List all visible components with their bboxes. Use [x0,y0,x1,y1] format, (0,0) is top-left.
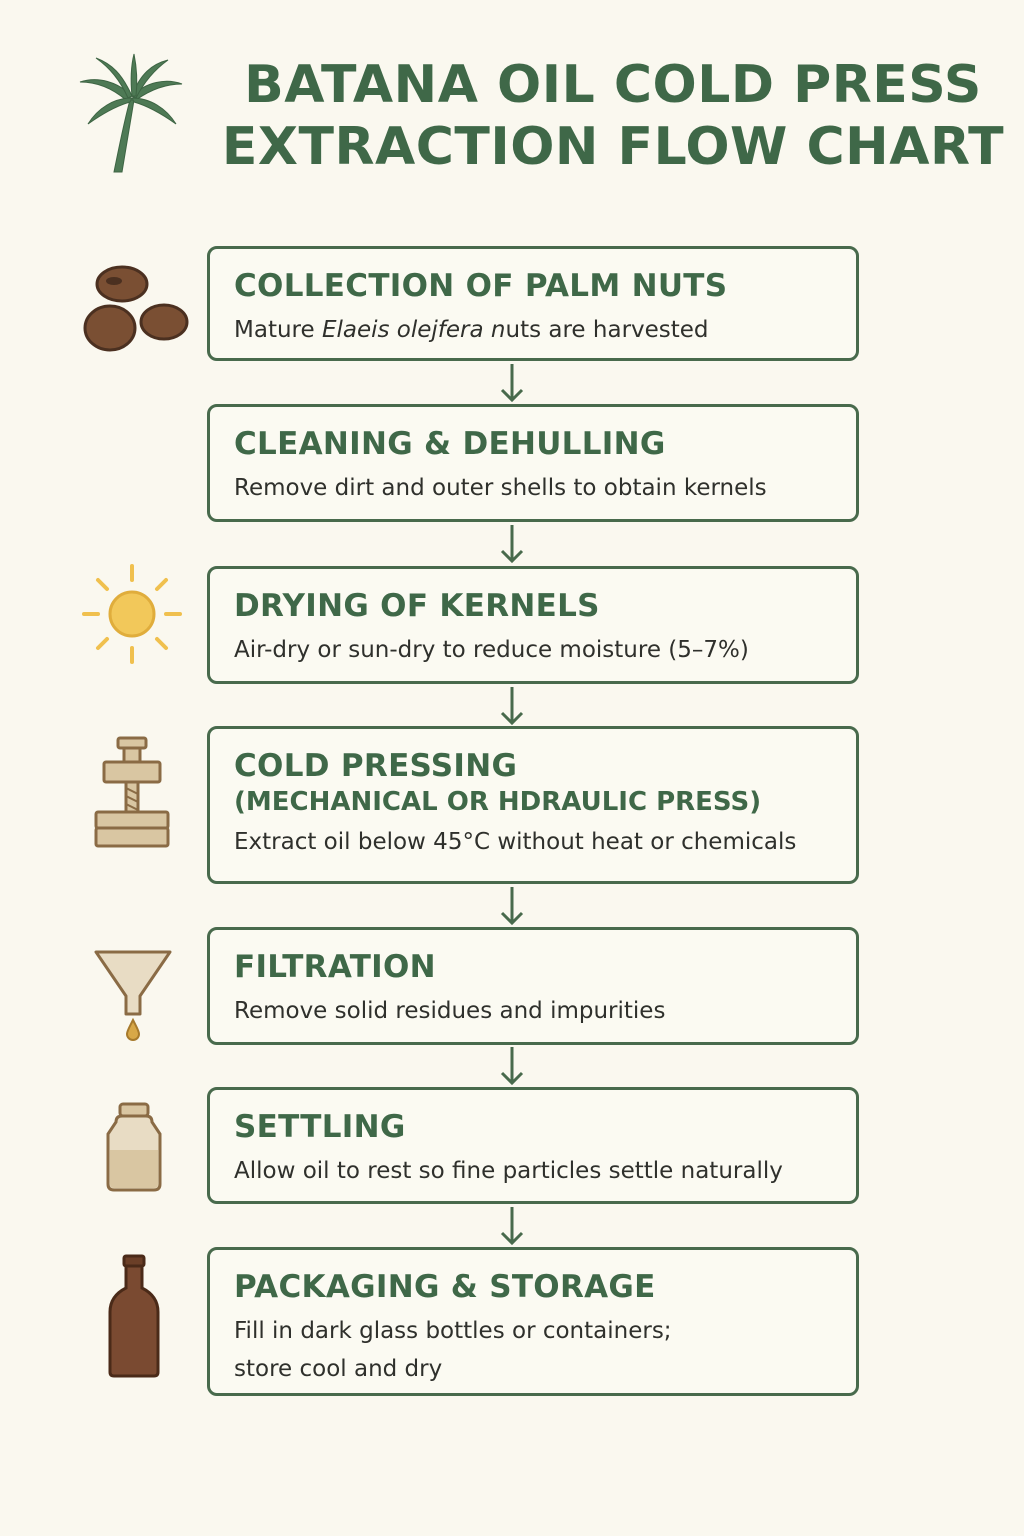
step-heading: COLLECTION OF PALM NUTS [234,268,728,304]
step-heading: COLD PRESSING [234,748,518,784]
palm-tree-icon [79,53,183,173]
page-title: BATANA OIL COLD PRESS EXTRACTION FLOW CH… [218,54,1008,178]
desc-line-1: Fill in dark glass bottles or containers… [234,1318,672,1344]
step-cold-pressing: COLD PRESSING (MECHANICAL OR HDRAULIC PR… [207,726,859,884]
title-line-2: EXTRACTION FLOW CHART [221,117,1005,177]
step-description: Remove dirt and outer shells to obtain k… [234,475,767,501]
step-heading: CLEANING & DEHULLING [234,426,666,462]
press-icon [94,736,170,848]
down-arrow-icon [500,364,524,403]
palm-nuts-icon [83,265,189,352]
step-description: Mature Elaeis olejfera nuts are harveste… [234,313,834,348]
down-arrow-icon [500,1047,524,1086]
step-settling: SETTLING Allow oil to rest so fine parti… [207,1087,859,1204]
step-filtration: FILTRATION Remove solid residues and imp… [207,927,859,1045]
species-name: Elaeis olejfera n [321,317,506,343]
step-description: Allow oil to rest so fine particles sett… [234,1158,783,1184]
down-arrow-icon [500,887,524,926]
step-packaging: PACKAGING & STORAGE Fill in dark glass b… [207,1247,859,1396]
step-cleaning: CLEANING & DEHULLING Remove dirt and out… [207,404,859,522]
down-arrow-icon [500,1207,524,1246]
step-heading: SETTLING [234,1109,406,1145]
step-description: Fill in dark glass bottles or containers… [234,1312,834,1388]
down-arrow-icon [500,525,524,564]
step-description: Air-dry or sun-dry to reduce moisture (5… [234,637,749,663]
desc-suffix: uts are harvested [505,317,709,343]
sun-icon [82,564,182,664]
desc-prefix: Mature [234,317,322,343]
step-heading: FILTRATION [234,949,436,985]
step-drying: DRYING OF KERNELS Air-dry or sun-dry to … [207,566,859,684]
desc-line-2: store cool and dry [234,1356,443,1382]
step-description: Remove solid residues and impurities [234,998,666,1024]
step-collection: COLLECTION OF PALM NUTS Mature Elaeis ol… [207,246,859,361]
step-subheading: (MECHANICAL OR HDRAULIC PRESS) [234,787,762,817]
down-arrow-icon [500,687,524,726]
funnel-icon [94,950,172,1041]
title-line-1: BATANA OIL COLD PRESS [244,55,982,115]
step-heading: PACKAGING & STORAGE [234,1269,656,1305]
jar-icon [106,1102,162,1192]
step-description: Extract oil below 45°C without heat or c… [234,829,797,855]
step-heading: DRYING OF KERNELS [234,588,600,624]
bottle-icon [108,1254,160,1378]
